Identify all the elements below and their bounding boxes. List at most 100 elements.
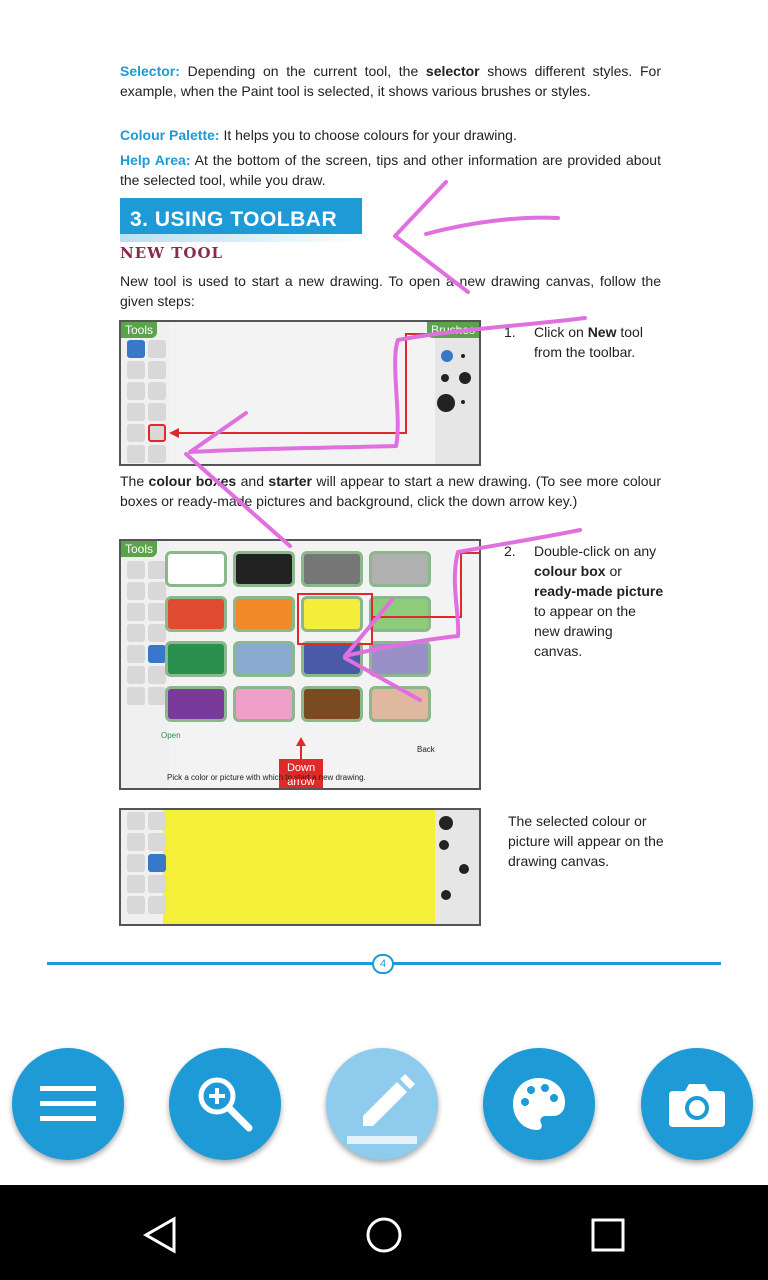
brush-dot — [439, 840, 449, 850]
tool-paint — [127, 340, 145, 358]
step-2-text: Double-click on any colour box or ready-… — [534, 541, 664, 661]
colour-box — [165, 641, 227, 677]
menu-icon — [40, 1086, 96, 1121]
tool-redo — [148, 403, 166, 421]
camera-button[interactable] — [641, 1048, 753, 1160]
tool-save — [148, 875, 166, 893]
help-term: Help Area: — [120, 152, 191, 168]
tool-undo — [127, 403, 145, 421]
step-1-bold: New — [587, 324, 617, 340]
page-number: 4 — [372, 954, 394, 974]
step-2: 2. Double-click on any colour box or rea… — [504, 541, 664, 659]
selector-text: Depending on the current tool, the — [179, 63, 426, 79]
colour-box — [369, 641, 431, 677]
menu-button[interactable] — [12, 1048, 124, 1160]
tool-paint — [127, 561, 145, 579]
step-2-number: 2. — [504, 543, 516, 559]
colour-box — [233, 596, 295, 632]
step-2-bold-1: colour box — [534, 563, 606, 579]
tool-open — [127, 875, 145, 893]
step-1-text: Click on New tool from the toolbar. — [534, 322, 664, 362]
tool-save — [148, 666, 166, 684]
colour-box — [165, 551, 227, 587]
colour-box — [301, 596, 363, 632]
tool-stamp — [148, 340, 166, 358]
toolbar-screenshot: Tools Brushes — [119, 320, 481, 466]
tool-quit — [148, 687, 166, 705]
tool-print — [127, 687, 145, 705]
brushes-column — [435, 810, 479, 924]
tool-grid — [127, 561, 167, 705]
down-arrow-label: Down arrow — [279, 759, 323, 788]
colour-box — [301, 686, 363, 722]
tools-tag: Tools — [121, 541, 158, 557]
open-label: Open — [161, 731, 181, 740]
tool-print — [127, 896, 145, 914]
annotation-arrow-1 — [393, 180, 470, 294]
annotate-button[interactable] — [326, 1048, 438, 1160]
selector-paragraph: Selector: Depending on the current tool,… — [120, 61, 661, 101]
home-button[interactable] — [354, 1205, 414, 1265]
tool-redo — [148, 624, 166, 642]
step-2-text-c: to appear on the new drawing canvas. — [534, 603, 636, 659]
pencil-icon — [347, 1074, 417, 1144]
camera-icon — [669, 1084, 725, 1127]
colour-boxes-screenshot: Tools Down arrow Pick a color or picture… — [119, 539, 481, 790]
colour-box — [165, 686, 227, 722]
annotation-arrow-3 — [343, 528, 582, 702]
step-1-text-b: tool from the toolbar. — [534, 324, 643, 360]
step-2-text-b: or — [605, 563, 622, 579]
colour-box — [233, 641, 295, 677]
brush-dot — [459, 864, 469, 874]
palette-icon — [513, 1078, 565, 1130]
tool-new — [148, 854, 166, 872]
tool-grid — [127, 812, 167, 914]
tools-column: Tools — [121, 541, 169, 788]
intro-paragraph: New tool is used to start a new drawing.… — [120, 273, 661, 309]
tool-quit — [148, 896, 166, 914]
annotation-overlay[interactable] — [0, 0, 768, 940]
middle-text-a: The — [120, 473, 149, 489]
tool-lines — [127, 361, 145, 379]
annotation-arrow-2 — [184, 316, 587, 548]
back-button[interactable] — [130, 1205, 190, 1265]
tools-column: Tools — [121, 322, 169, 464]
tool-eraser — [127, 645, 145, 663]
sub-heading: NEW TOOL — [120, 244, 224, 262]
step-2-text-a: Double-click on any — [534, 543, 657, 559]
back-icon — [142, 1216, 176, 1254]
selector-text-2: shows different styles. For example, whe… — [120, 63, 662, 99]
tool-shapes — [148, 582, 166, 600]
colour-box — [369, 551, 431, 587]
brush-dot — [459, 372, 471, 384]
tool-stamp — [148, 561, 166, 579]
recents-icon — [591, 1218, 625, 1252]
colour-box — [233, 686, 295, 722]
brush-dot — [439, 816, 453, 830]
zoom-in-icon — [198, 1077, 253, 1132]
recents-button[interactable] — [578, 1205, 638, 1265]
palette-button[interactable] — [483, 1048, 595, 1160]
tool-open — [127, 666, 145, 684]
tool-redo — [148, 833, 166, 851]
colour-box — [165, 596, 227, 632]
tool-eraser — [127, 424, 145, 442]
tools-column — [121, 810, 166, 924]
tool-new — [148, 424, 166, 442]
zoom-button[interactable] — [169, 1048, 281, 1160]
step-1: 1. Click on New tool from the toolbar. — [504, 322, 664, 360]
tool-shapes — [148, 361, 166, 379]
palette-paragraph: Colour Palette: It helps you to choose c… — [120, 125, 661, 145]
document-page[interactable]: Selector: Depending on the current tool,… — [0, 0, 768, 1185]
canvas-screenshot — [119, 808, 481, 926]
tool-eraser — [127, 854, 145, 872]
colour-box — [301, 551, 363, 587]
help-paragraph: Help Area: At the bottom of the screen, … — [120, 150, 661, 190]
middle-bold-2: starter — [268, 473, 313, 489]
brush-dot — [461, 354, 465, 358]
tool-text — [127, 382, 145, 400]
palette-term: Colour Palette: — [120, 127, 220, 143]
tool-undo — [127, 833, 145, 851]
step-1-number: 1. — [504, 324, 516, 340]
tool-open — [127, 445, 145, 463]
